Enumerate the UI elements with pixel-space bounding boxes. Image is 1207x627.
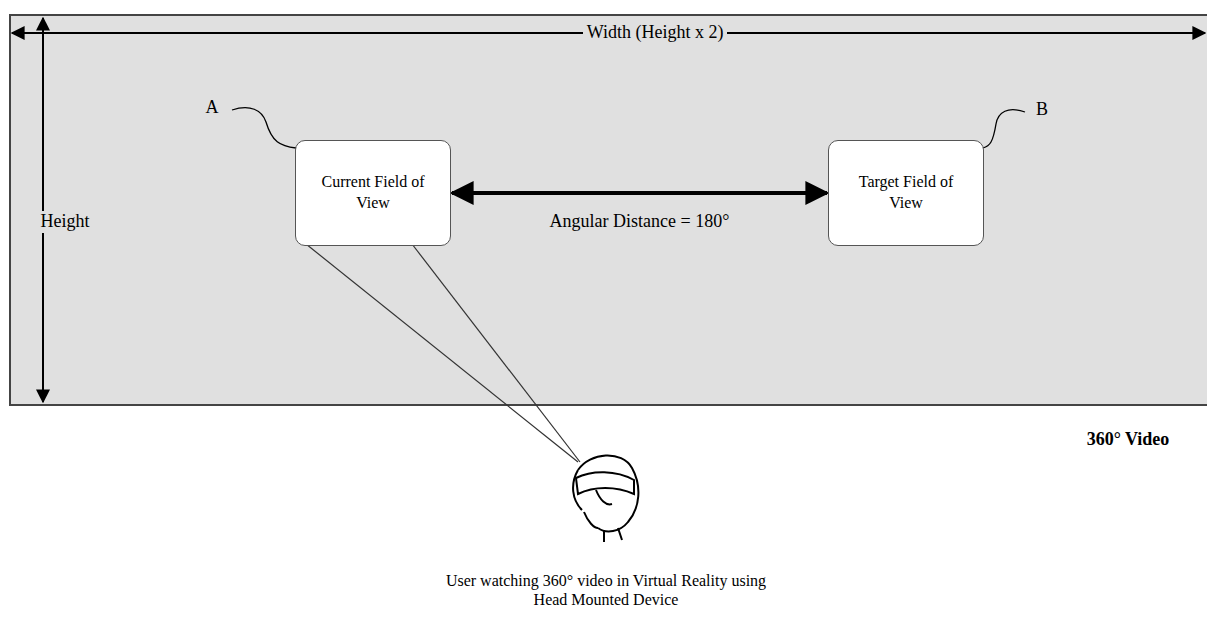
view-cone-line bbox=[412, 244, 580, 462]
callout-leader bbox=[983, 110, 1025, 148]
user-head-figure bbox=[573, 455, 638, 542]
field-of-view-box: Target Field of View bbox=[828, 140, 984, 246]
user-caption: User watching 360° video in Virtual Real… bbox=[436, 571, 776, 609]
callout-letter: B bbox=[1036, 99, 1048, 121]
box-text: Target Field of View bbox=[841, 172, 971, 214]
height-arrow bbox=[42, 18, 44, 402]
dimension-label: Height bbox=[37, 211, 94, 233]
view-cone-line bbox=[306, 244, 578, 462]
angular-distance-arrow bbox=[452, 191, 827, 195]
edge-label: Angular Distance = 180° bbox=[550, 211, 730, 233]
figure-caption: 360° Video bbox=[1087, 429, 1170, 451]
field-of-view-box: Current Field of View bbox=[295, 140, 451, 246]
callout-leader bbox=[232, 108, 296, 148]
callout-letter: A bbox=[206, 97, 219, 119]
dimension-label: Width (Height x 2) bbox=[583, 22, 728, 44]
video-frame bbox=[10, 15, 1207, 405]
box-text: Current Field of View bbox=[308, 172, 438, 214]
